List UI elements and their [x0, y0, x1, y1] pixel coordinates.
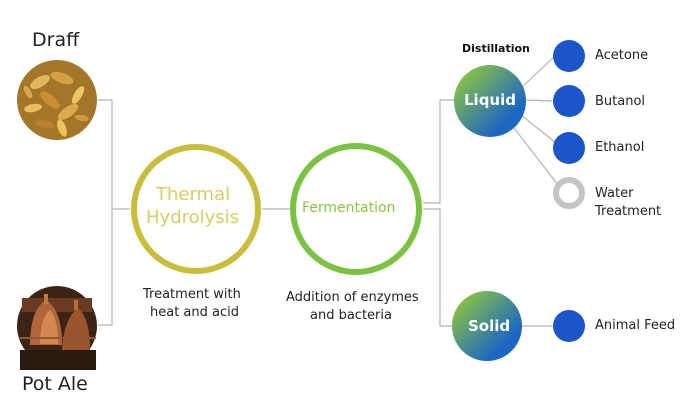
distillation-label: Distillation — [462, 42, 530, 55]
fermentation-ring — [290, 143, 422, 275]
connector-liquid-to-butanol — [524, 99, 553, 102]
thermal-title-line1: Thermal — [156, 184, 231, 205]
liquid-circle — [454, 65, 526, 137]
thermal-caption-line1: Treatment with — [143, 287, 241, 302]
water-treatment-label-line2: Treatment — [595, 204, 662, 219]
draff-label: Draff — [32, 29, 80, 51]
fermentation-caption-line2: and bacteria — [310, 308, 392, 323]
liquid-label: Liquid — [464, 91, 516, 109]
connector-inputs-bracket — [98, 99, 113, 326]
acetone-label: Acetone — [595, 48, 649, 63]
fermentation-caption-line1: Addition of enzymes — [286, 290, 419, 305]
water-treatment-ring — [553, 177, 585, 209]
connector-liquid-to-ethanol — [520, 114, 557, 144]
water-treatment-label-line1: Water — [595, 186, 634, 201]
animal-feed-dot — [553, 310, 585, 342]
fermentation-title: Fermentation — [302, 200, 396, 216]
draff-photo — [17, 60, 97, 140]
butanol-label: Butanol — [595, 94, 646, 109]
acetone-dot — [553, 40, 585, 72]
connector-fermentation-to-solid — [423, 208, 454, 327]
solid-label: Solid — [468, 317, 511, 335]
connectors — [98, 55, 559, 327]
connector-liquid-to-water — [513, 127, 559, 186]
thermal-hydrolysis-ring — [131, 144, 261, 274]
pot-ale-label: Pot Ale — [22, 373, 88, 395]
solid-circle — [452, 291, 522, 361]
connector-fermentation-split — [423, 99, 457, 204]
thermal-title-line2: Hydrolysis — [146, 207, 240, 228]
ethanol-dot — [553, 132, 585, 164]
thermal-caption-line2: heat and acid — [150, 305, 240, 320]
ethanol-label: Ethanol — [595, 140, 645, 155]
connector-liquid-to-acetone — [520, 55, 556, 89]
pot-ale-photo — [17, 286, 97, 370]
animal-feed-label: Animal Feed — [595, 318, 676, 333]
butanol-dot — [553, 85, 585, 117]
